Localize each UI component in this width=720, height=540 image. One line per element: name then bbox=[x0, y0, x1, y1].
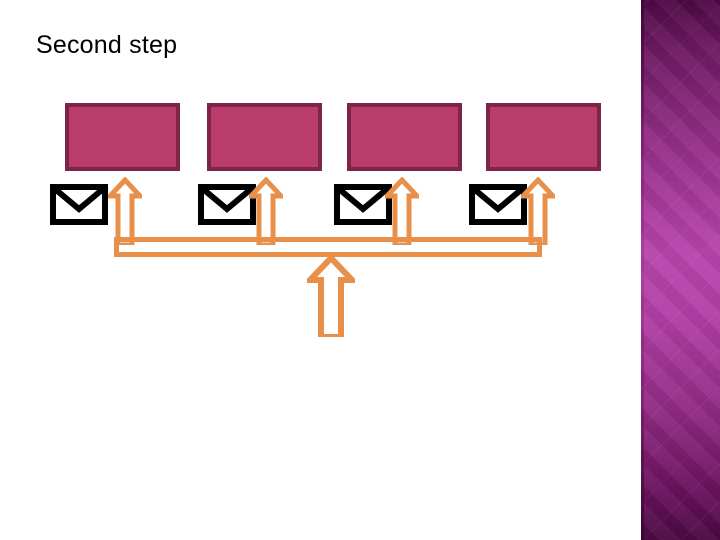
decorative-side-panel bbox=[641, 0, 720, 540]
arrow-up-4[interactable] bbox=[521, 177, 555, 245]
envelope-icon-4[interactable] bbox=[469, 184, 527, 225]
pink-box-4[interactable] bbox=[486, 103, 601, 171]
side-panel-edge bbox=[641, 0, 644, 540]
pink-box-1[interactable] bbox=[65, 103, 180, 171]
envelope-icon-1[interactable] bbox=[50, 184, 108, 225]
pink-box-3[interactable] bbox=[347, 103, 462, 171]
connector-bar bbox=[114, 237, 542, 257]
diamond-lattice-pattern bbox=[641, 0, 720, 540]
page-title: Second step bbox=[36, 31, 178, 59]
arrow-up-3[interactable] bbox=[385, 177, 419, 245]
pink-box-2[interactable] bbox=[207, 103, 322, 171]
arrow-up-2[interactable] bbox=[249, 177, 283, 245]
envelope-icon-3[interactable] bbox=[334, 184, 392, 225]
input-arrow-up[interactable] bbox=[307, 255, 355, 337]
envelope-icon-2[interactable] bbox=[198, 184, 256, 225]
arrow-up-1[interactable] bbox=[108, 177, 142, 245]
